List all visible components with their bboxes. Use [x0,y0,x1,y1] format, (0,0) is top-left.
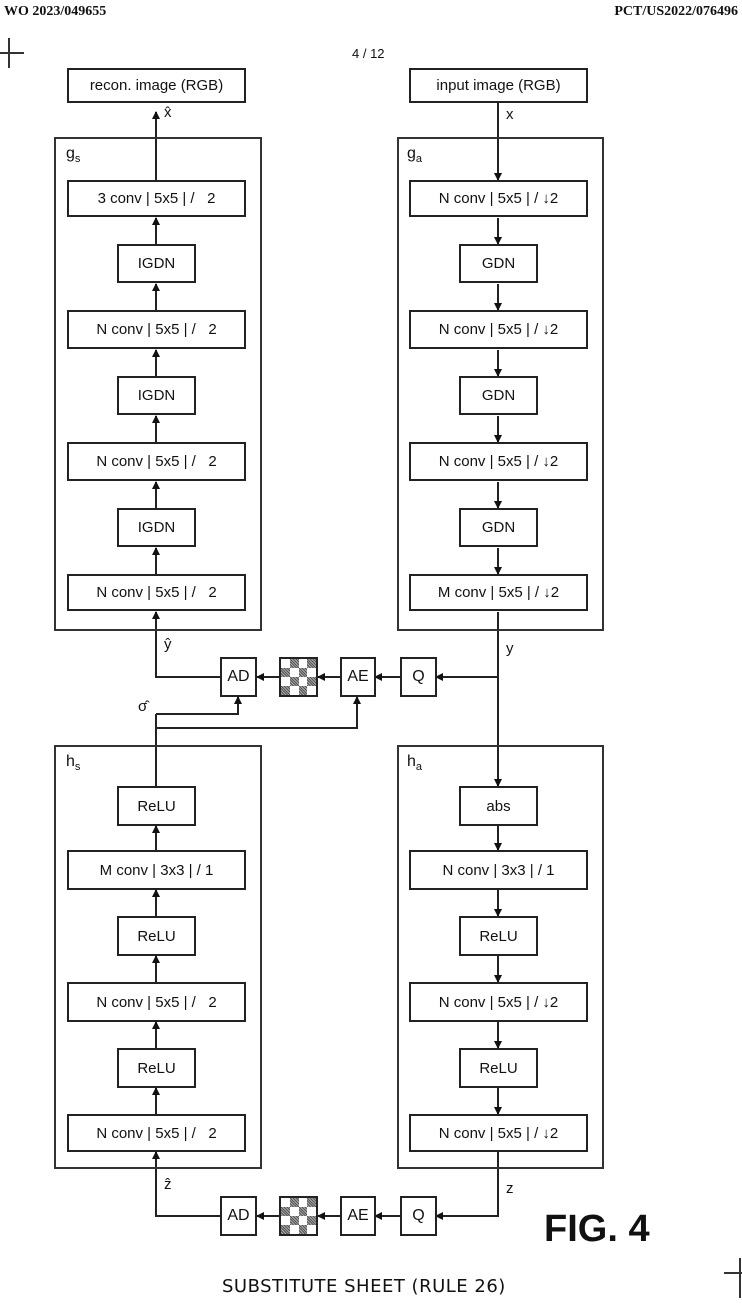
gs-block-5: IGDN [117,508,196,547]
sheet-number: 4 / 12 [352,46,385,61]
y-label: y [506,640,514,657]
ga-label: ga [407,145,422,165]
quantizer-top: Q [400,657,437,697]
ha-label-main: h [407,753,416,770]
registration-mark-bottom-right [724,1258,742,1298]
hs-label-sub: s [74,761,81,774]
ha-label: ha [407,753,422,773]
x-label: x [506,106,514,123]
ga-block-2: N conv | 5x5 | / ↓2 [409,310,588,349]
arithmetic-decoder-bottom: AD [220,1196,257,1236]
ha-block-3: N conv | 5x5 | / ↓2 [409,982,588,1022]
ha-block-2: ReLU [459,916,538,956]
hs-block-4: ReLU [117,1048,196,1088]
hs-label: hs [66,753,80,773]
gs-block-4: N conv | 5x5 | / 2 [67,442,246,481]
gs-block-6: N conv | 5x5 | / 2 [67,574,246,611]
bitstream-icon-top [279,657,318,697]
ga-block-5: GDN [459,508,538,547]
ha-block-5: N conv | 5x5 | / ↓2 [409,1114,588,1152]
sigma-hat-label: σ̂ [138,698,148,715]
hyper-synthesis-hs [54,745,262,1169]
footer-text: SUBSTITUTE SHEET (RULE 26) [222,1276,506,1297]
x-hat-label: x̂ [164,104,172,121]
ga-label-sub: a [415,153,423,166]
input-image-box: input image (RGB) [409,68,588,103]
gs-block-3: IGDN [117,376,196,415]
bitstream-icon-bottom [279,1196,318,1236]
publication-number: WO 2023/049655 [4,4,107,19]
ga-block-3: GDN [459,376,538,415]
ha-block-0: abs [459,786,538,826]
gs-label-sub: s [74,153,81,166]
ga-block-6: M conv | 5x5 | / ↓2 [409,574,588,611]
ga-label-main: g [407,145,416,162]
hs-block-0: ReLU [117,786,196,826]
quantizer-bottom: Q [400,1196,437,1236]
figure-label: FIG. 4 [544,1208,650,1250]
analysis-transform-ga [397,137,604,631]
ha-block-4: ReLU [459,1048,538,1088]
recon-image-box: recon. image (RGB) [67,68,246,103]
hs-block-1: M conv | 3x3 | / 1 [67,850,246,890]
gs-label: gs [66,145,80,165]
synthesis-transform-gs [54,137,262,631]
y-hat-label: ŷ [164,636,172,653]
ga-block-1: GDN [459,244,538,283]
ha-label-sub: a [415,761,423,774]
registration-mark-top-left [0,38,24,68]
ga-block-0: N conv | 5x5 | / ↓2 [409,180,588,217]
gs-block-0: 3 conv | 5x5 | / 2 [67,180,246,217]
application-number: PCT/US2022/076496 [614,4,738,19]
hs-block-3: N conv | 5x5 | / 2 [67,982,246,1022]
hyper-analysis-ha [397,745,604,1169]
z-hat-label: ẑ [164,1176,172,1193]
arithmetic-encoder-bottom: AE [340,1196,376,1236]
arithmetic-encoder-top: AE [340,657,376,697]
ha-block-1: N conv | 3x3 | / 1 [409,850,588,890]
hs-label-main: h [66,753,75,770]
gs-block-2: N conv | 5x5 | / 2 [67,310,246,349]
gs-block-1: IGDN [117,244,196,283]
ga-block-4: N conv | 5x5 | / ↓2 [409,442,588,481]
arithmetic-decoder-top: AD [220,657,257,697]
hs-block-5: N conv | 5x5 | / 2 [67,1114,246,1152]
z-label: z [506,1180,514,1197]
hs-block-2: ReLU [117,916,196,956]
gs-label-main: g [66,145,75,162]
